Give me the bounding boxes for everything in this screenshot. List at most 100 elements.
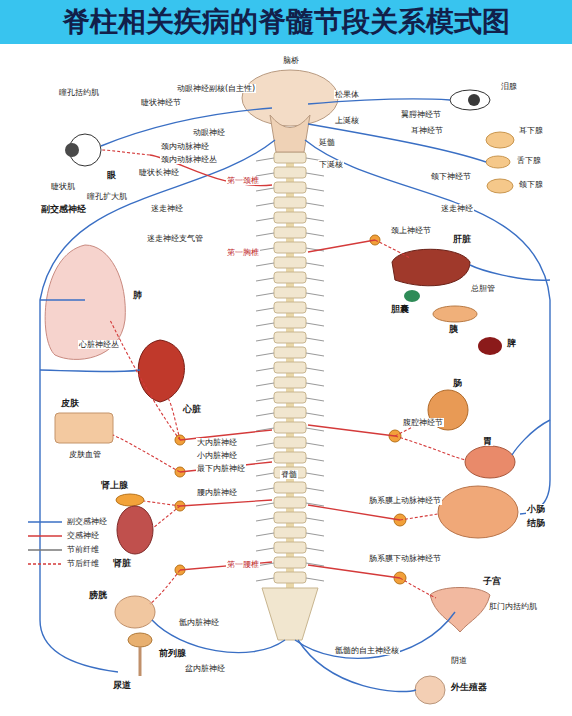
part-label: 动眼神经 <box>192 128 226 137</box>
organ-label: 肠 <box>452 378 463 388</box>
illustration-part <box>274 572 306 583</box>
illustration-part <box>306 203 324 206</box>
bladder <box>115 596 155 628</box>
nerve <box>101 150 150 155</box>
part-label: 阴道 <box>450 656 468 665</box>
part-label: 延髓 <box>318 138 336 147</box>
organ-label: 皮肤 <box>60 398 80 408</box>
part-label: 盆内脏神经 <box>184 664 226 673</box>
illustration-part <box>274 182 306 193</box>
part-label: 松果体 <box>334 90 360 99</box>
illustration-part <box>256 323 274 326</box>
nerve <box>40 370 140 372</box>
illustration-part <box>274 317 306 328</box>
nerve <box>101 108 272 146</box>
organ-label: 小肠 <box>526 504 546 514</box>
illustration-part <box>306 338 324 341</box>
illustration-part <box>306 458 324 461</box>
illustration-part <box>306 353 324 356</box>
heart <box>138 340 184 402</box>
nerve <box>40 299 85 300</box>
illustration-part <box>274 377 306 388</box>
part-label: 脊髓 <box>280 470 298 479</box>
organ-label: 前列腺 <box>158 648 187 658</box>
spleen <box>478 337 502 355</box>
organ-label: 脾 <box>506 338 517 348</box>
illustration-part <box>256 308 274 311</box>
illustration-part <box>256 293 274 296</box>
gland <box>486 156 510 168</box>
illustration-part <box>256 188 274 191</box>
part-label: 迷走神经 <box>150 204 184 213</box>
nerve <box>180 500 272 506</box>
legend-text: 副交感神经 <box>66 517 108 526</box>
segment-label: 第一胸椎 <box>226 248 260 257</box>
illustration-part <box>274 347 306 358</box>
small-intestine <box>438 486 518 538</box>
illustration-part <box>274 497 306 508</box>
urethra <box>139 647 142 676</box>
part-label: 肠系膜下动脉神经节 <box>368 554 442 563</box>
illustration-part <box>274 227 306 238</box>
nerve <box>375 240 410 258</box>
illustration-part <box>256 473 274 476</box>
illustration-part <box>306 308 324 311</box>
postganglionic-fibers <box>101 150 466 604</box>
part-label: 泪腺 <box>500 82 518 91</box>
kidney <box>117 506 153 554</box>
illustration-part <box>274 557 306 568</box>
illustration-part <box>256 518 274 521</box>
nerve <box>40 140 275 672</box>
part-label: 总胆管 <box>470 284 496 293</box>
illustration-part <box>274 512 306 523</box>
part-label: 耳神经节 <box>410 126 444 135</box>
illustration-part <box>306 383 324 386</box>
illustration-part <box>256 443 274 446</box>
illustration-part <box>274 437 306 448</box>
title: 脊柱相关疾病的脊髓节段关系模式图 <box>0 0 572 44</box>
part-label: 脑桥 <box>282 56 300 65</box>
nerve <box>308 240 375 252</box>
part-label: 睫状肌 <box>50 182 76 191</box>
part-label: 骶内脏神经 <box>178 618 220 627</box>
illustration-part <box>256 263 274 266</box>
organ-label: 胆囊 <box>390 304 410 314</box>
illustration-part <box>306 278 324 281</box>
illustration-part <box>256 398 274 401</box>
eye <box>450 90 490 110</box>
illustration-part <box>256 203 274 206</box>
part-label: 小内脏神经 <box>196 451 238 460</box>
part-label: 瞳孔括约肌 <box>58 88 100 97</box>
nerve <box>168 398 180 440</box>
part-label: 颈内动脉神经丛 <box>160 155 218 164</box>
illustration-part <box>274 422 306 433</box>
part-label: 颌下神经节 <box>430 172 472 181</box>
part-label: 骶髓的自主神经核 <box>334 646 400 655</box>
illustration-part <box>274 287 306 298</box>
iris <box>468 94 480 106</box>
illustration-part <box>256 278 274 281</box>
gallbladder <box>404 290 420 302</box>
illustration-part <box>306 368 324 371</box>
illustration-part <box>256 353 274 356</box>
segment-label: 第一腰椎 <box>226 560 260 569</box>
part-label: 翼腭神经节 <box>400 110 442 119</box>
nerve <box>308 505 400 520</box>
legend-sample <box>28 535 62 537</box>
nerve <box>298 640 416 692</box>
illustration-part <box>306 398 324 401</box>
brain <box>242 70 338 126</box>
organ-label: 肾上腺 <box>100 480 129 490</box>
nerve <box>308 99 450 104</box>
illustration-part <box>306 173 324 176</box>
genitalia <box>415 676 445 704</box>
part-label: 颈上神经节 <box>390 226 432 235</box>
illustration-part <box>256 233 274 236</box>
illustration-part <box>274 212 306 223</box>
part-label: 迷走神经支气管 <box>146 234 204 243</box>
organ-label: 眼 <box>106 170 117 180</box>
part-label: 舌下腺 <box>516 156 542 165</box>
legend-text: 交感神经 <box>66 531 100 540</box>
nerve <box>308 124 486 162</box>
